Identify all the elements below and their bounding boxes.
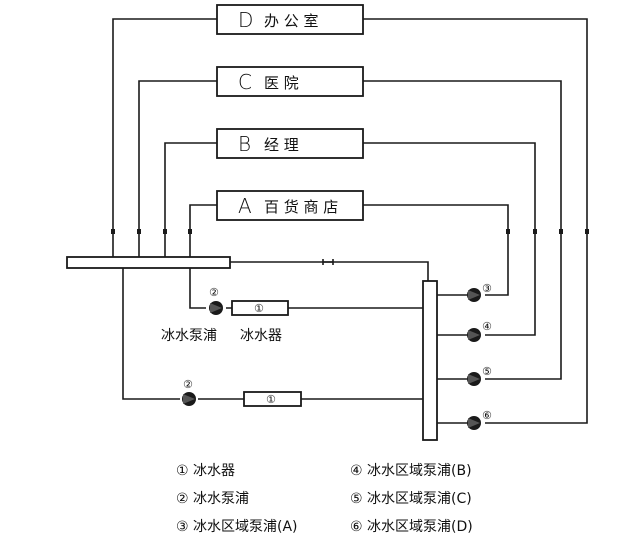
- legend-item: ③ 冰水区域泵浦(A): [176, 516, 298, 536]
- chiller-upper: ①: [231, 300, 289, 316]
- chiller-lower: ①: [243, 391, 302, 407]
- legend-text: 冰水区域泵浦(A): [193, 519, 298, 535]
- zone-pump-B: ④: [467, 320, 492, 342]
- zone-B-letter: B: [238, 132, 251, 156]
- primary-pump-lower: ②: [182, 378, 196, 406]
- zone-A: A 百 货 商 店: [216, 190, 364, 221]
- zone-A-letter: A: [238, 194, 252, 218]
- zone-D-name: 办 公 室: [264, 12, 319, 30]
- supply-pipe-A: [363, 204, 509, 296]
- zone-A-name: 百 货 商 店: [264, 198, 338, 216]
- legend-marker: ②: [176, 491, 189, 507]
- legend-text: 冰水区域泵浦(B): [367, 463, 472, 479]
- supply-pipe-B: [363, 142, 536, 336]
- return-pipe-A: [189, 204, 217, 257]
- zone-D-letter: D: [238, 8, 253, 32]
- legend-marker: ⑤: [350, 491, 363, 507]
- supply-pipe-D: [363, 18, 588, 424]
- legend-text: 冰水泵浦: [193, 491, 250, 507]
- zone-B: B 经 理: [216, 128, 364, 159]
- zone-C-name: 医 院: [264, 74, 299, 92]
- zone-D: D 办 公 室: [216, 4, 364, 35]
- return-header: [66, 256, 231, 269]
- zone-pump-C: ⑤: [467, 365, 492, 386]
- zone-pump-D: ⑥: [467, 409, 492, 430]
- zone-C-letter: C: [238, 70, 252, 94]
- primary-pipe-upper: [189, 268, 423, 309]
- return-pipe-C: [138, 80, 217, 257]
- chiller-caption: 冰水器: [240, 328, 282, 344]
- legend-text: 冰水区域泵浦(C): [367, 491, 472, 507]
- zone-B-name: 经 理: [264, 136, 299, 154]
- chiller-lower-marker: ①: [266, 393, 276, 406]
- legend-item: ④ 冰水区域泵浦(B): [350, 460, 472, 480]
- zone-pump-B-marker: ④: [482, 320, 492, 333]
- flow-markers: [111, 229, 589, 234]
- chiller-upper-marker: ①: [254, 302, 264, 315]
- legend-item: ⑤ 冰水区域泵浦(C): [350, 488, 472, 508]
- legend-item: ② 冰水泵浦: [176, 488, 249, 508]
- zone-pump-C-marker: ⑤: [482, 365, 492, 378]
- legend-item: ⑥ 冰水区域泵浦(D): [350, 516, 473, 536]
- zone-pump-A-marker: ③: [482, 282, 492, 295]
- bypass-valve-icon: [322, 259, 334, 265]
- legend-text: 冰水区域泵浦(D): [367, 519, 473, 535]
- return-pipe-D: [112, 18, 217, 257]
- manifold-branches: [437, 294, 467, 424]
- bypass-pipe: [230, 261, 429, 281]
- primary-pipe-lower: [122, 268, 423, 400]
- pump-upper-marker: ②: [209, 286, 219, 299]
- legend-marker: ④: [350, 463, 363, 479]
- legend-marker: ③: [176, 519, 189, 535]
- zone-C: C 医 院: [216, 66, 364, 97]
- legend-marker: ⑥: [350, 519, 363, 535]
- return-pipe-B: [164, 142, 217, 257]
- legend-text: 冰水器: [193, 463, 236, 479]
- primary-pump-upper: ②: [209, 286, 223, 315]
- legend-item: ① 冰水器: [176, 460, 235, 480]
- zone-pump-D-marker: ⑥: [482, 409, 492, 422]
- zone-pump-A: ③: [467, 282, 492, 302]
- supply-manifold: [422, 280, 438, 441]
- legend-marker: ①: [176, 463, 189, 479]
- pump-caption: 冰水泵浦: [161, 328, 217, 344]
- pump-lower-marker: ②: [183, 378, 193, 391]
